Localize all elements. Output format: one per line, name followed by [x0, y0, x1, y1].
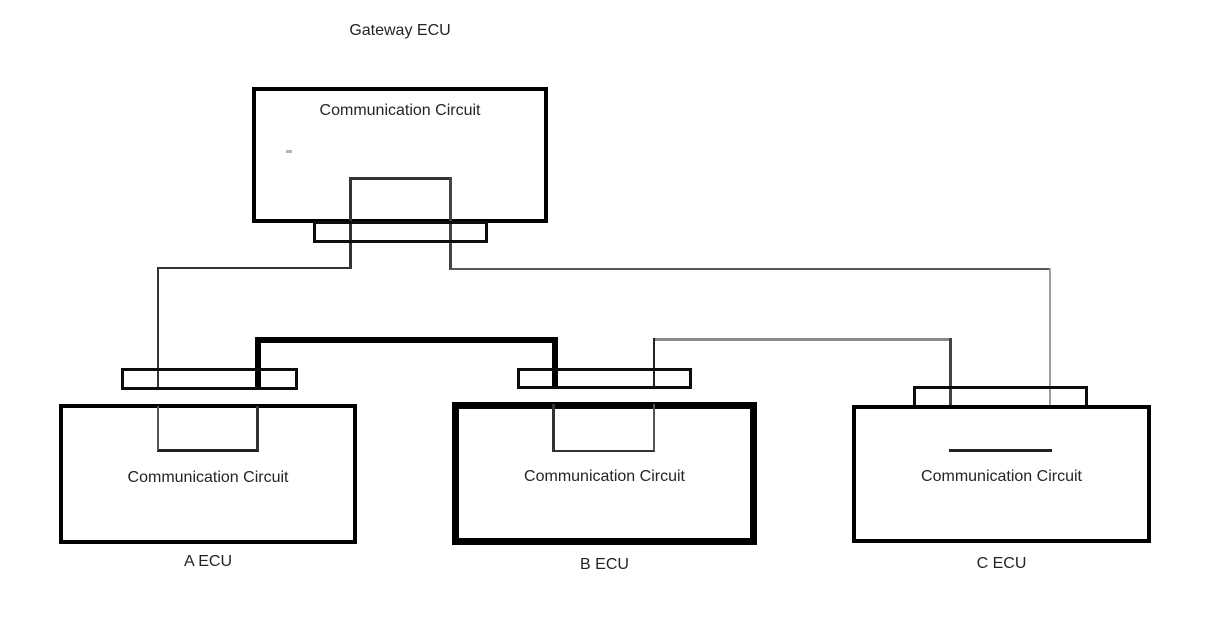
bus-a-b-horizontal	[255, 337, 558, 343]
b-ecu-box: Communication Circuit	[452, 402, 757, 545]
c-ecu-circuit-label: Communication Circuit	[921, 468, 1082, 485]
a-ecu-circuit-label: Communication Circuit	[127, 469, 289, 486]
wire-b-c-right-drop	[949, 338, 952, 451]
c-ecu-notch-bottom	[949, 449, 1052, 452]
gateway-connector-strip	[313, 221, 488, 243]
b-ecu-connector-strip	[517, 368, 692, 389]
wire-b-c-horizontal	[653, 338, 951, 341]
a-ecu-box: Communication Circuit	[59, 404, 357, 544]
speck-mark	[286, 150, 292, 153]
a-ecu-connector-strip	[121, 368, 298, 390]
c-ecu-box: Communication Circuit	[852, 405, 1151, 543]
gateway-circuit-label: Communication Circuit	[319, 102, 481, 119]
b-ecu-title: B ECU	[580, 556, 629, 573]
wire-gateway-c-vertical	[1049, 268, 1051, 451]
wire-gateway-c-horizontal	[450, 268, 1051, 270]
wire-b-c-left-drop	[653, 338, 655, 388]
wire-gateway-a-horizontal	[157, 267, 352, 269]
wire-gateway-a-vertical	[157, 267, 159, 390]
c-ecu-title: C ECU	[976, 555, 1027, 572]
gateway-ecu-title: Gateway ECU	[349, 22, 451, 39]
bus-a-b-right-drop	[552, 337, 558, 389]
b-ecu-notch	[552, 404, 655, 452]
gateway-notch-top-line	[349, 177, 452, 180]
a-ecu-title: A ECU	[183, 553, 232, 570]
gateway-ecu-box: Communication Circuit	[252, 87, 548, 223]
a-ecu-notch	[157, 406, 259, 452]
bus-a-b-left-drop	[255, 337, 261, 390]
b-ecu-circuit-label: Communication Circuit	[524, 468, 685, 485]
